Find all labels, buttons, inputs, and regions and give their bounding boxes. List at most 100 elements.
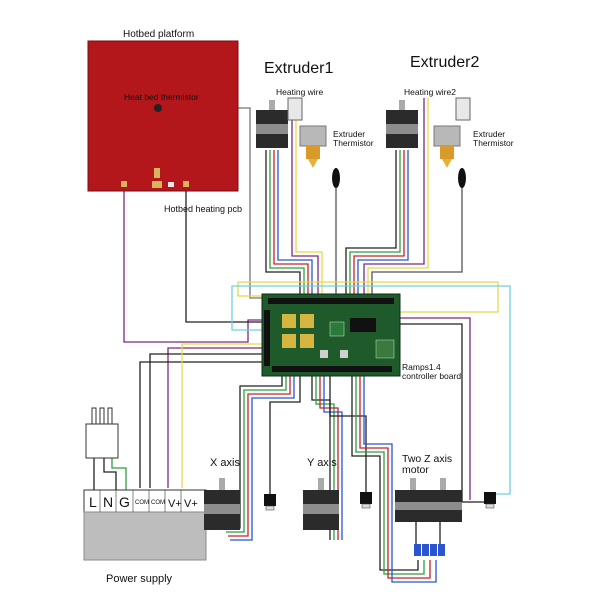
z-axis-motors: Two Z axis motor: [395, 453, 496, 556]
ramps-header-bottom: [272, 366, 392, 372]
mains-wire-3: [111, 458, 127, 490]
extruder2-label: Extruder2: [410, 54, 479, 71]
e2-motor-wire-b: [349, 150, 401, 300]
y-motor-wire-c: [319, 376, 339, 540]
y-endstop: [360, 492, 372, 504]
terminal-l: L: [89, 494, 97, 510]
terminal-com-1: COM: [135, 500, 149, 506]
z-wire-d: [363, 376, 437, 583]
extruder2-heater-block: [433, 125, 461, 147]
y-motor-wire-b: [315, 376, 335, 540]
extruder1-heating-wire-block: [287, 97, 303, 121]
y-motor-band: [303, 504, 339, 514]
hotbed-pad-small: [168, 182, 174, 187]
ramps-header-top: [268, 298, 394, 304]
extruder1-thermistor-label-1: Extruder: [333, 129, 365, 139]
e2-thermistor-wire: [371, 188, 463, 300]
z-endstop: [484, 492, 496, 504]
extruder1-heater-block: [299, 125, 327, 147]
x-motor-shaft: [219, 478, 225, 490]
wiring: [93, 98, 511, 583]
extruder-2: Extruder2 Heating wire2 Extruder Thermis…: [386, 54, 514, 188]
extruder2-thermistor: [458, 168, 466, 188]
ramps-chip: [350, 318, 376, 332]
terminal-n: N: [103, 494, 113, 510]
e2-motor-wire-c: [353, 150, 405, 300]
ramps-cap-2: [340, 350, 348, 358]
y-axis-label: Y axis: [307, 457, 337, 469]
psu-wire-black-2: [139, 361, 262, 488]
x-motor-wire-b: [226, 376, 287, 533]
extruder1-motor-face: [256, 124, 288, 134]
ramps-header-left: [264, 310, 270, 366]
e1-motor-wire-b: [269, 150, 305, 300]
extruder1-motor-shaft: [269, 100, 275, 110]
y-endstop-lever: [361, 503, 371, 509]
z-splitter-2: [422, 544, 429, 556]
x-motor-wire-d: [230, 376, 295, 541]
x-endstop-wire: [269, 376, 301, 502]
y-motor-shaft: [318, 478, 324, 490]
hotbed-plate: [87, 40, 239, 192]
terminal-v-plus-2: V+: [184, 498, 198, 510]
z-splitter-1: [414, 544, 421, 556]
terminal-g: G: [119, 494, 130, 510]
extruder2-motor-face: [386, 124, 418, 134]
y-axis-motor: Y axis: [303, 457, 372, 530]
psu-wire-black: [149, 353, 262, 488]
mains-plug-pin-1: [91, 407, 97, 425]
extruder1-label: Extruder1: [264, 60, 333, 77]
z-axis-label-2: motor: [402, 464, 429, 476]
loop-wire-black-right: [400, 323, 488, 503]
e2-motor-wire-d: [357, 150, 409, 300]
e2-motor-wire-a: [345, 150, 397, 300]
hotbed-platform-label: Hotbed platform: [123, 29, 194, 40]
psu-wire-yellow: [181, 343, 262, 488]
ramps-terminal-block: [375, 339, 395, 359]
terminal-com-2: COM: [151, 500, 165, 506]
loop-wire-cyan: [231, 285, 511, 495]
y-motor-wire-d: [323, 376, 343, 540]
hotbed-heating-pcb-label: Hotbed heating pcb: [164, 204, 242, 214]
power-supply-label: Power supply: [106, 573, 173, 585]
extruder2-heating-wire-block: [455, 97, 471, 121]
z-splitter-3: [430, 544, 437, 556]
stepper-driver-1: [282, 314, 296, 328]
ramps-label-1: Ramps1.4: [402, 362, 441, 372]
heating-wire-label: Heating wire: [276, 87, 324, 97]
ramps-controller-board: Ramps1.4 controller board: [261, 293, 461, 381]
mains-plug-pin-3: [107, 407, 113, 425]
x-endstop: [264, 494, 276, 506]
z-motor-1-band: [395, 502, 429, 510]
heat-bed-thermistor-label: Heat bed thermistor: [124, 92, 199, 102]
extruder-1: Extruder1 Heating wire Extruder Thermist…: [256, 60, 374, 188]
z-motor-2-shaft: [440, 478, 446, 490]
heat-bed-thermistor: [154, 104, 162, 112]
extruder1-thermistor: [332, 168, 340, 188]
hotbed-pad-right: [183, 181, 189, 187]
hotbed-pad-center: [152, 181, 162, 188]
e1-motor-wire-a: [265, 150, 301, 300]
z-splitter-4: [438, 544, 445, 556]
hotbed-platform: Hotbed platform Heat bed thermistor Hotb…: [87, 29, 242, 214]
z-axis-label-1: Two Z axis: [402, 453, 452, 465]
heating-wire2-label: Heating wire2: [404, 87, 456, 97]
ramps-cap-1: [320, 350, 328, 358]
extruder2-thermistor-label-1: Extruder: [473, 129, 505, 139]
mains-plug-pin-2: [99, 407, 105, 425]
loop-wire-yellow: [237, 281, 499, 313]
hotbed-pad-left: [121, 181, 127, 187]
z-motor-1-shaft: [410, 478, 416, 490]
mains-wire-2: [103, 458, 117, 490]
x-axis-motor: X axis: [204, 457, 276, 530]
x-endstop-lever: [265, 505, 275, 511]
extruder1-thermistor-label-2: Thermistor: [333, 138, 374, 148]
stepper-driver-5: [329, 321, 345, 337]
psu-body: [83, 511, 207, 561]
terminal-v-plus-1: V+: [168, 498, 182, 510]
y-motor-wire-a: [311, 376, 331, 540]
x-motor-wire-c: [228, 376, 291, 537]
hotbed-pcb-tab: [154, 168, 160, 178]
loop-wire-purple: [400, 317, 471, 500]
